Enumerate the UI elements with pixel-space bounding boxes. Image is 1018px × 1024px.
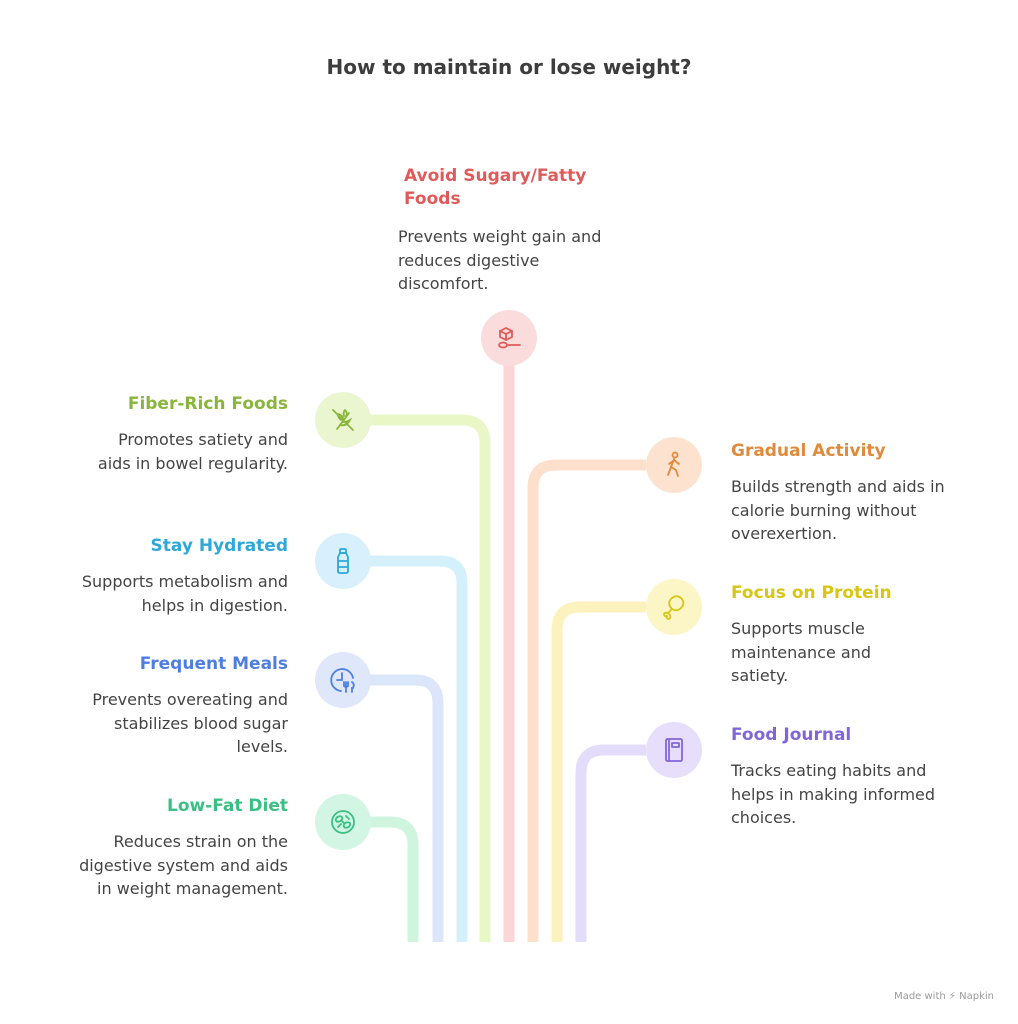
frequent-meals-circle: [315, 652, 371, 708]
connector-low-fat: [370, 816, 419, 942]
item-title: Gradual Activity: [731, 441, 886, 461]
item-gradual-activity: Gradual Activity Builds strength and aid…: [731, 440, 961, 546]
item-description: Promotes satiety and aids in bowel regul…: [97, 430, 288, 473]
napkin-logo-icon: ⚡: [948, 991, 956, 1002]
item-description: Prevents overeating and stabilizes blood…: [92, 690, 288, 756]
wheat-crossed-icon: [332, 408, 354, 431]
connector-frequent-meals: [370, 674, 444, 942]
stay-hydrated-circle: [315, 533, 371, 589]
item-title: Avoid Sugary/Fatty Foods: [404, 166, 587, 209]
item-description: Tracks eating habits and helps in making…: [731, 761, 936, 827]
low-fat-circle: [315, 794, 371, 850]
item-description: Prevents weight gain and reduces digesti…: [398, 227, 602, 293]
item-title: Fiber-Rich Foods: [127, 394, 288, 414]
salad-bowl-icon: [331, 810, 355, 834]
item-description: Reduces strain on the digestive system a…: [79, 832, 288, 898]
item-stay-hydrated: Stay Hydrated Supports metabolism and he…: [60, 535, 288, 617]
connector-fiber-rich: [370, 414, 491, 942]
made-with-footer: Made with ⚡ Napkin: [894, 991, 994, 1002]
water-bottle-icon: [337, 548, 349, 574]
item-food-journal: Food Journal Tracks eating habits and he…: [731, 724, 951, 830]
item-title: Food Journal: [731, 725, 852, 745]
walking-person-icon: [667, 451, 680, 477]
page-title: How to maintain or lose weight?: [326, 55, 692, 79]
drumstick-icon: [663, 595, 685, 620]
item-title: Frequent Meals: [139, 654, 288, 674]
item-fiber-rich: Fiber-Rich Foods Promotes satiety and ai…: [70, 393, 288, 475]
item-title: Focus on Protein: [731, 583, 892, 603]
clock-utensils-icon: [330, 668, 355, 693]
food-journal-circle: [646, 722, 702, 778]
item-description: Supports metabolism and helps in digesti…: [81, 572, 288, 615]
focus-protein-circle: [646, 579, 702, 635]
item-focus-protein: Focus on Protein Supports muscle mainten…: [731, 582, 931, 688]
item-frequent-meals: Frequent Meals Prevents overeating and s…: [70, 653, 288, 759]
connector-focus-protein: [551, 601, 646, 942]
item-title: Stay Hydrated: [150, 536, 288, 556]
item-title: Low-Fat Diet: [166, 796, 288, 816]
item-description: Builds strength and aids in calorie burn…: [731, 477, 945, 543]
item-low-fat: Low-Fat Diet Reduces strain on the diges…: [68, 795, 288, 901]
connector-gradual-activity: [527, 459, 646, 942]
connector-stay-hydrated: [370, 555, 468, 942]
notebook-icon: [665, 738, 683, 762]
made-with-label: Made with: [894, 991, 946, 1002]
sugar-cube-spoon-icon: [498, 327, 521, 349]
gradual-activity-circle: [646, 437, 702, 493]
item-avoid-sugary: Avoid Sugary/Fatty Foods Prevents weight…: [398, 165, 623, 296]
item-description: Supports muscle maintenance and satiety.: [731, 619, 872, 685]
connector-food-journal: [575, 744, 646, 942]
avoid-sugary-circle: [481, 310, 537, 366]
fiber-rich-circle: [315, 392, 371, 448]
brand-name: Napkin: [959, 991, 994, 1002]
